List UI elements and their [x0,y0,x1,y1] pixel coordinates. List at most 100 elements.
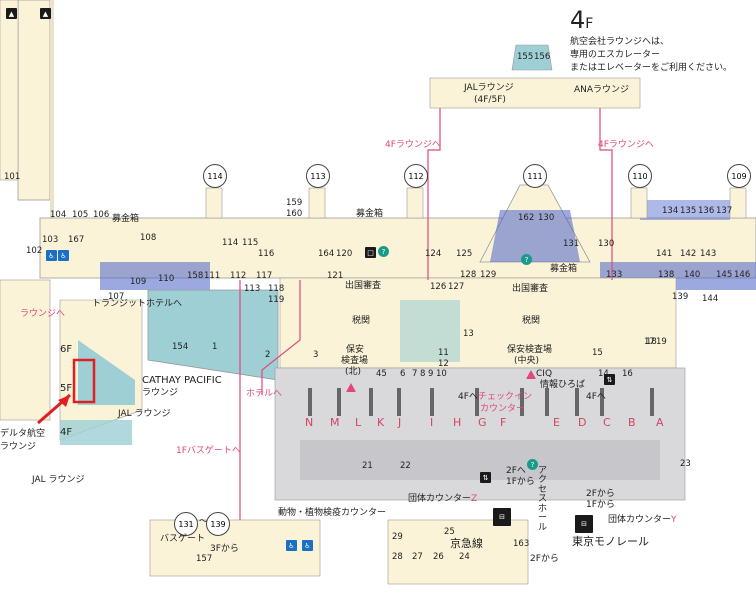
jal-lounge-4f[interactable]: JAL ラウンジ [32,475,85,485]
shop-28[interactable]: 28 [392,552,403,562]
counter-m[interactable]: M [330,416,340,429]
shop-104[interactable]: 104 [50,210,67,220]
shop-108[interactable]: 108 [140,233,157,243]
counter-c[interactable]: C [603,416,611,429]
shop-107[interactable]: 107 [108,292,125,302]
shop-23[interactable]: 23 [680,459,691,469]
shop-135[interactable]: 135 [680,206,697,216]
gate-139[interactable]: 139 [206,512,230,536]
shop-157[interactable]: 157 [196,554,213,564]
shop-25[interactable]: 25 [444,527,455,537]
gate-109[interactable]: 109 [727,164,751,188]
shop-121[interactable]: 121 [327,271,344,281]
shop-124[interactable]: 124 [425,249,442,259]
shop-101[interactable]: 101 [4,172,21,182]
shop-110[interactable]: 110 [158,274,175,284]
shop-10[interactable]: 10 [436,369,447,379]
shop-8[interactable]: 8 [420,369,426,379]
shop-145[interactable]: 145 [716,270,733,280]
shop-131[interactable]: 131 [563,239,580,249]
counter-g[interactable]: G [478,416,487,429]
shop-127[interactable]: 127 [448,282,465,292]
counter-a[interactable]: A [656,416,664,429]
shop-6[interactable]: 6 [400,369,406,379]
gate-110[interactable]: 110 [628,164,652,188]
shop-17[interactable]: 17 [644,337,655,347]
jal-lounge-top[interactable]: JALラウンジ [464,83,514,93]
shop-14[interactable]: 14 [598,369,609,379]
shop-7[interactable]: 7 [412,369,418,379]
shop-27[interactable]: 27 [412,552,423,562]
shop-118[interactable]: 118 [268,284,285,294]
shop-164[interactable]: 164 [318,249,335,259]
shop-114[interactable]: 114 [222,238,239,248]
shop-111[interactable]: 111 [204,271,221,281]
shop-125[interactable]: 125 [456,249,473,259]
counter-k[interactable]: K [377,416,385,429]
from-2f-bottom[interactable]: 2Fから [530,554,559,564]
counter-f[interactable]: F [500,416,507,429]
shop-22[interactable]: 22 [400,461,411,471]
counter-j[interactable]: J [398,416,402,429]
gate-112[interactable]: 112 [404,164,428,188]
to-1f-bus-gate[interactable]: 1Fバスゲートへ [176,446,241,456]
shop-16[interactable]: 16 [622,369,633,379]
shop-18[interactable]: 18 [646,337,657,347]
shop-128[interactable]: 128 [460,270,477,280]
shop-2[interactable]: 2 [265,350,271,360]
shop-159[interactable]: 159 [286,198,303,208]
shop-113[interactable]: 113 [244,284,261,294]
tokyo-monorail[interactable]: 東京モノレール [572,535,649,548]
counter-h[interactable]: H [453,416,462,429]
shop-136[interactable]: 136 [698,206,715,216]
group-counter-z[interactable]: 団体カウンターZ [408,494,477,504]
to-4f-lounge-right[interactable]: 4Fラウンジへ [598,140,654,150]
shop-141[interactable]: 141 [656,249,673,259]
cathay-lounge[interactable]: CATHAY PACIFIC [142,375,222,386]
shop-26[interactable]: 26 [433,552,444,562]
group-counter-y[interactable]: 団体カウンターY [608,515,677,525]
gate-111[interactable]: 111 [523,164,547,188]
gate-114[interactable]: 114 [203,164,227,188]
shop-144[interactable]: 144 [702,294,719,304]
shop-142[interactable]: 142 [680,249,697,259]
counter-l[interactable]: L [355,416,362,429]
shop-105[interactable]: 105 [72,210,89,220]
ciq[interactable]: CIQ [536,369,553,379]
shop-158[interactable]: 158 [187,271,204,281]
shop-29[interactable]: 29 [392,532,403,542]
counter-d[interactable]: D [578,416,587,429]
shop-9[interactable]: 9 [428,369,434,379]
shop-130[interactable]: 130 [538,213,555,223]
gate-113[interactable]: 113 [306,164,330,188]
from-2f-right[interactable]: 2Fから [586,489,615,499]
counter-e[interactable]: E [553,416,560,429]
shop-134[interactable]: 134 [662,206,679,216]
shop-137[interactable]: 137 [716,206,733,216]
shop-3[interactable]: 3 [313,350,319,360]
shop-116[interactable]: 116 [258,249,275,259]
info-icon[interactable]: ? [378,246,389,257]
counter-b[interactable]: B [628,416,636,429]
from-1f-right[interactable]: 1Fから [586,500,615,510]
keikyu-line[interactable]: 京急線 [450,537,483,550]
info-icon[interactable]: ? [527,459,538,470]
shop-11[interactable]: 11 [438,348,449,358]
shop-119[interactable]: 119 [268,295,285,305]
to-2f[interactable]: 2Fへ [506,466,526,476]
bus-gate[interactable]: バスゲート [160,534,206,544]
shop-126[interactable]: 126 [430,282,447,292]
shop-1[interactable]: 1 [212,342,218,352]
shop-102[interactable]: 102 [26,246,43,256]
shop-162[interactable]: 162 [518,213,535,223]
shop-133[interactable]: 133 [606,270,623,280]
shop-112[interactable]: 112 [230,271,247,281]
to-hotel[interactable]: ホテルへ [246,389,283,399]
shop-19[interactable]: 19 [656,337,667,347]
shop-155[interactable]: 155 [517,52,534,62]
quarantine-counter[interactable]: 動物・植物検疫カウンター [278,508,387,518]
ana-lounge[interactable]: ANAラウンジ [574,85,630,95]
shop-120[interactable]: 120 [336,249,353,259]
counter-i[interactable]: I [430,416,434,429]
from-1f[interactable]: 1Fから [506,477,535,487]
